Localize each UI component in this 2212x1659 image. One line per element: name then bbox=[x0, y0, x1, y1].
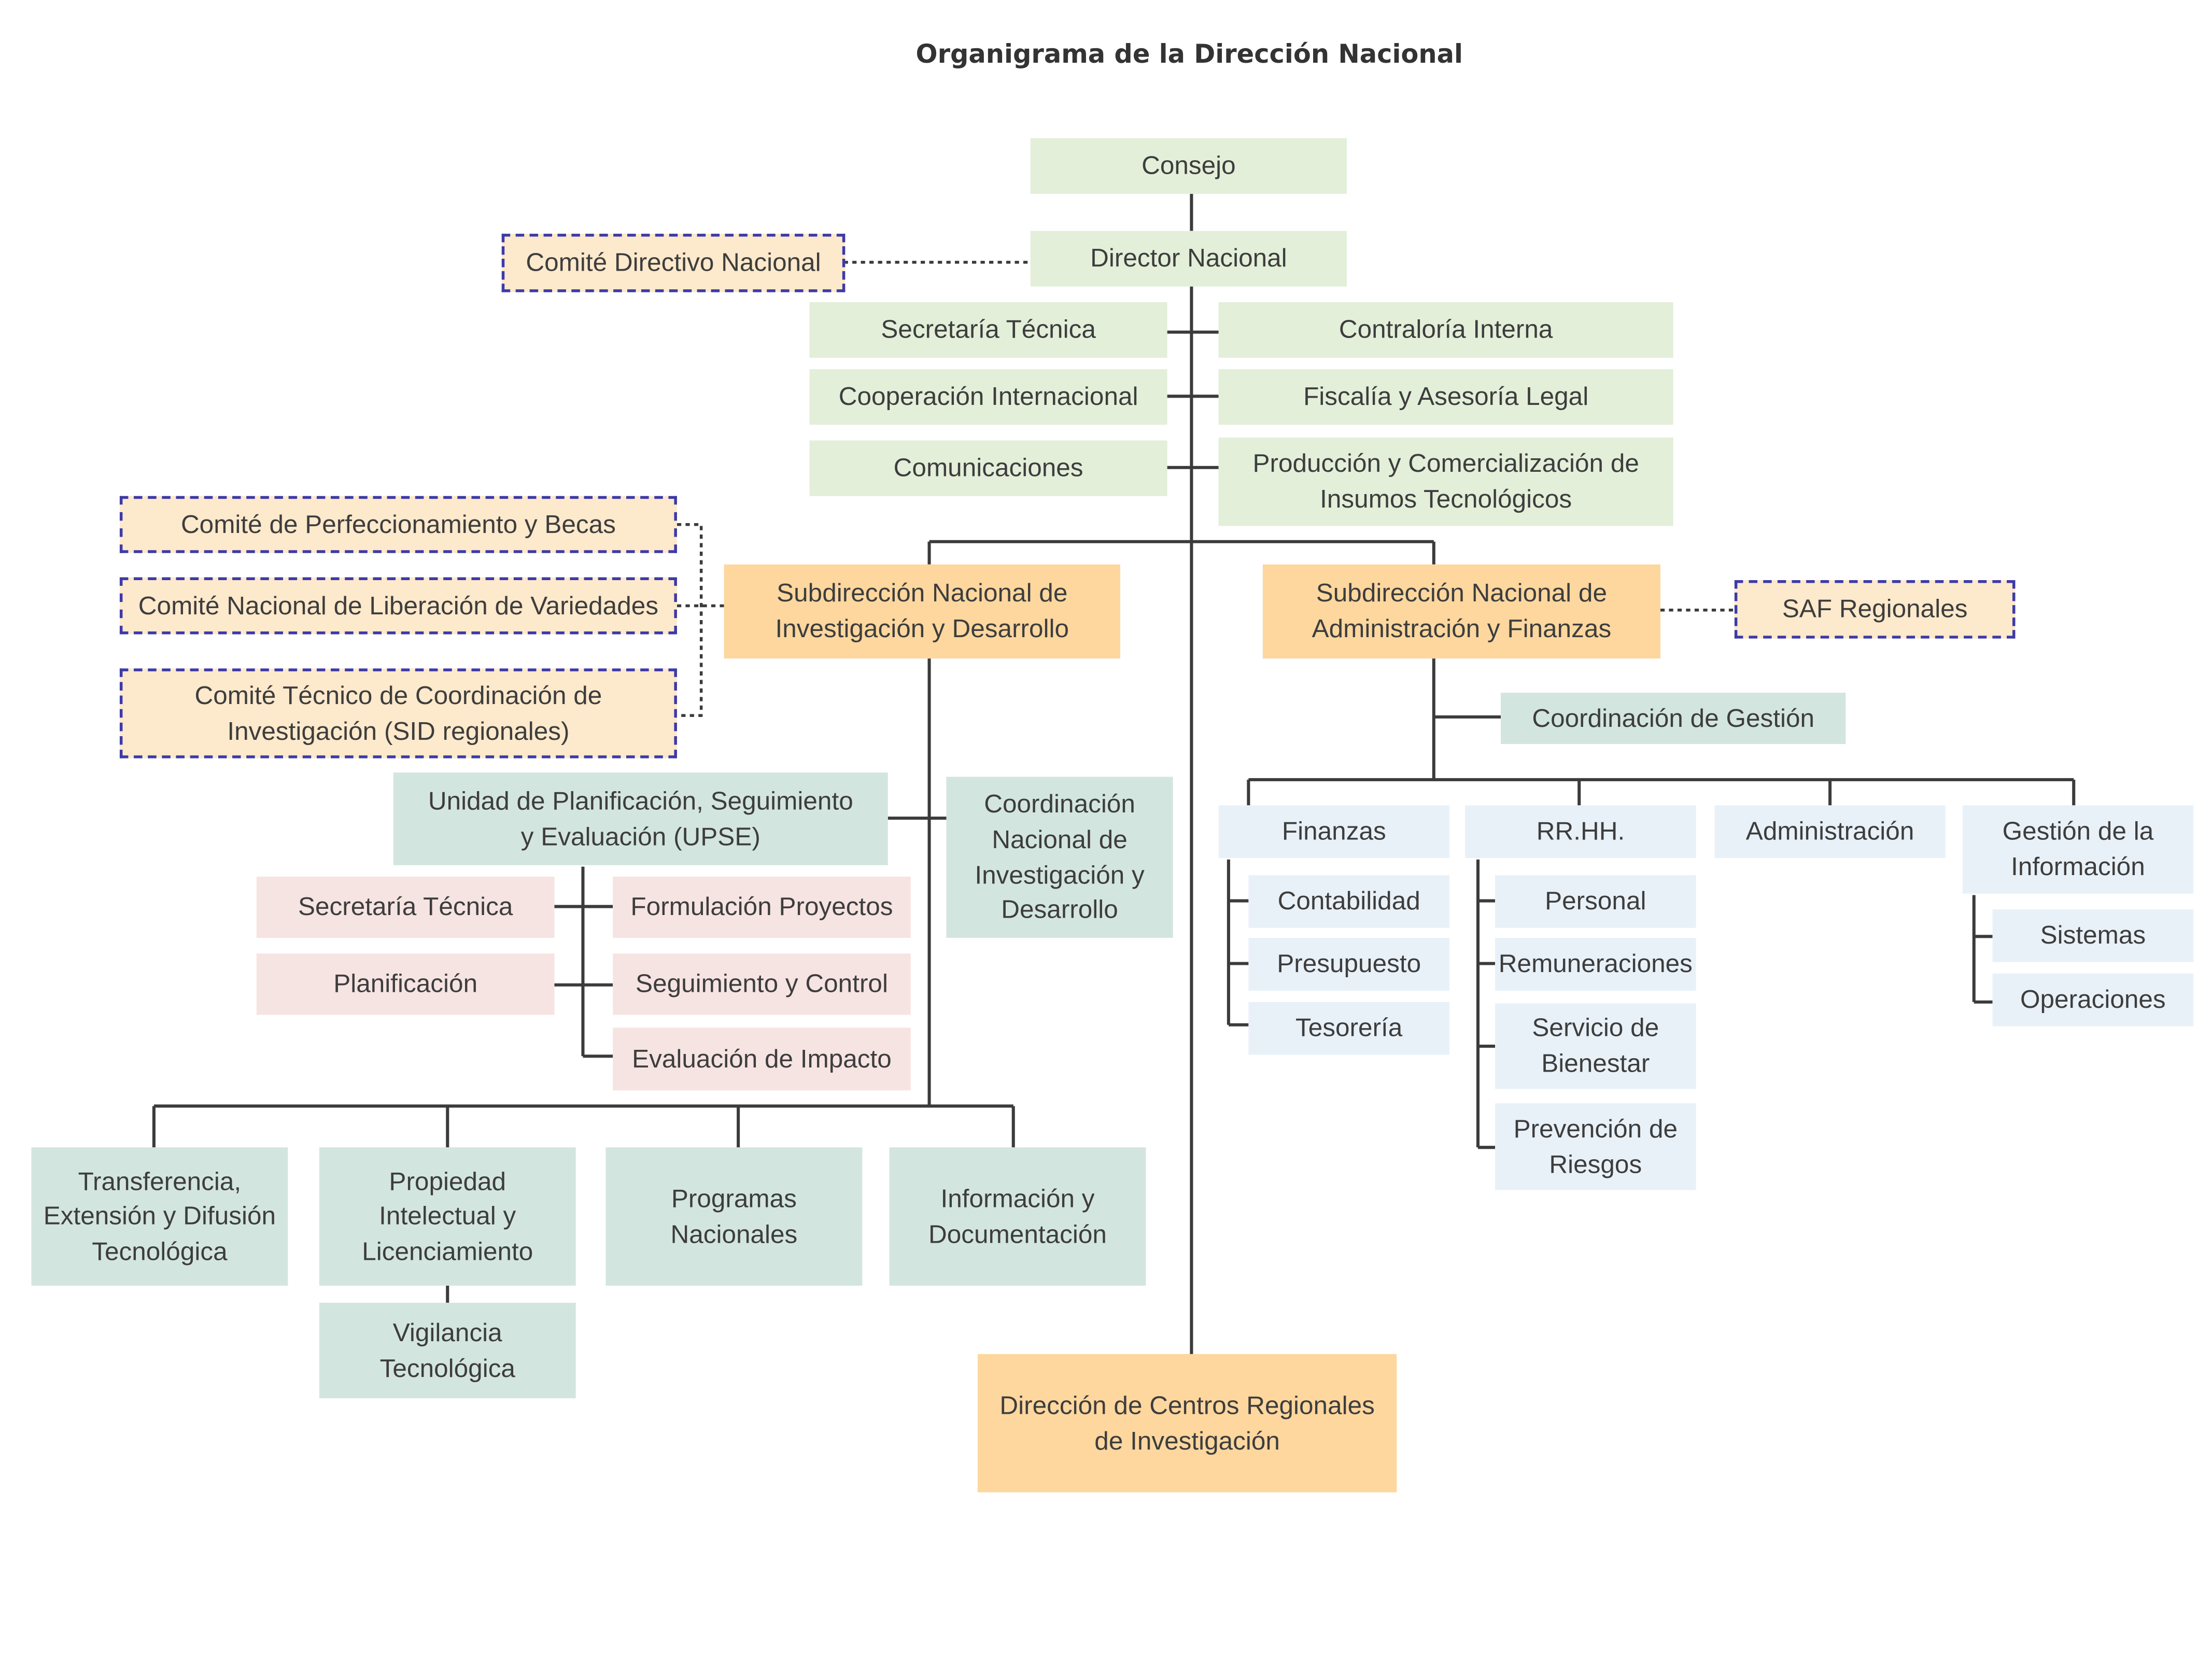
director-nacional-box: Director Nacional bbox=[1030, 231, 1347, 287]
finanzas-box: Finanzas bbox=[1218, 805, 1450, 859]
contraloria-interna-box: Contraloría Interna bbox=[1218, 302, 1673, 358]
presupuesto-box: Presupuesto bbox=[1248, 938, 1450, 991]
programas-nacionales-box: Programas Nacionales bbox=[605, 1147, 863, 1286]
sistemas-box: Sistemas bbox=[1992, 909, 2194, 962]
secretaria-tecnica-box: Secretaría Técnica bbox=[809, 302, 1167, 358]
centros-regionales-box: Dirección de Centros Regionales de Inves… bbox=[978, 1354, 1397, 1493]
saf-regionales-box: SAF Regionales bbox=[1734, 580, 2016, 639]
upse-secretaria-tecnica-box: Secretaría Técnica bbox=[256, 876, 555, 938]
comite-tecnico-coordinacion-box: Comité Técnico de Coordinación de Invest… bbox=[119, 668, 677, 758]
remuneraciones-box: Remuneraciones bbox=[1495, 938, 1696, 991]
consejo-box: Consejo bbox=[1030, 138, 1347, 194]
gestion-informacion-box: Gestión de la Información bbox=[1962, 805, 2194, 894]
tesoreria-box: Tesorería bbox=[1248, 1002, 1450, 1055]
chart-title: Organigrama de la Dirección Nacional bbox=[915, 39, 1463, 70]
cooperacion-internacional-box: Cooperación Internacional bbox=[809, 369, 1167, 425]
rrhh-box: RR.HH. bbox=[1465, 805, 1696, 859]
coordinacion-nacional-box: Coordinación Nacional de Investigación y… bbox=[946, 777, 1173, 938]
formulacion-proyectos-box: Formulación Proyectos bbox=[613, 876, 911, 938]
evaluacion-impacto-box: Evaluación de Impacto bbox=[613, 1028, 911, 1091]
comite-perfeccionamiento-box: Comité de Perfeccionamiento y Becas bbox=[119, 496, 677, 553]
transferencia-box: Transferencia, Extensión y Difusión Tecn… bbox=[31, 1147, 288, 1286]
planificacion-box: Planificación bbox=[256, 953, 555, 1015]
subdireccion-administracion-box: Subdirección Nacional de Administración … bbox=[1262, 564, 1660, 659]
servicio-bienestar-box: Servicio de Bienestar bbox=[1495, 1003, 1696, 1089]
seguimiento-control-box: Seguimiento y Control bbox=[613, 953, 911, 1015]
contabilidad-box: Contabilidad bbox=[1248, 875, 1450, 928]
propiedad-intelectual-box: Propiedad Intelectual y Licenciamiento bbox=[319, 1147, 576, 1286]
personal-box: Personal bbox=[1495, 875, 1696, 928]
comunicaciones-box: Comunicaciones bbox=[809, 440, 1167, 496]
produccion-box: Producción y Comercialización de Insumos… bbox=[1218, 438, 1673, 526]
subdireccion-investigacion-box: Subdirección Nacional de Investigación y… bbox=[724, 564, 1120, 659]
prevencion-riesgos-box: Prevención de Riesgos bbox=[1495, 1103, 1696, 1190]
fiscalia-box: Fiscalía y Asesoría Legal bbox=[1218, 369, 1673, 425]
informacion-documentacion-box: Información y Documentación bbox=[889, 1147, 1146, 1286]
vigilancia-tecnologica-box: Vigilancia Tecnológica bbox=[319, 1302, 576, 1399]
comite-directivo-box: Comité Directivo Nacional bbox=[501, 233, 846, 292]
coordinacion-gestion-box: Coordinación de Gestión bbox=[1501, 693, 1846, 744]
administracion-box: Administración bbox=[1714, 805, 1946, 859]
upse-box: Unidad de Planificación, Seguimiento y E… bbox=[393, 772, 888, 865]
operaciones-box: Operaciones bbox=[1992, 973, 2194, 1027]
comite-liberacion-variedades-box: Comité Nacional de Liberación de Varieda… bbox=[119, 577, 677, 635]
